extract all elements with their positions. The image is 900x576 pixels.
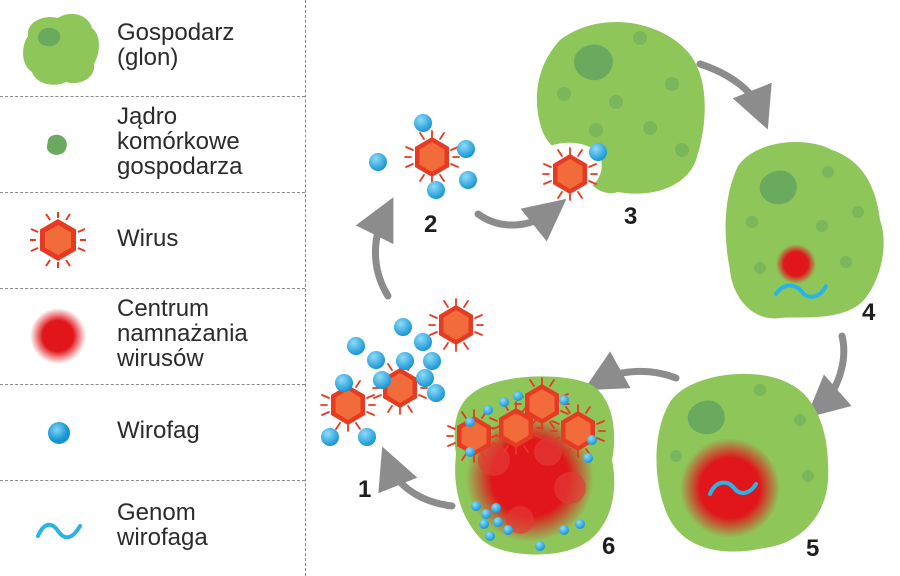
step-number-1: 1 [358,476,371,503]
legend-divider [0,96,305,97]
step-number-2: 2 [424,211,437,238]
host-cell-icon [23,13,99,85]
legend-label-virophage: Wirofag [117,417,200,444]
arrow-4-to-5 [806,332,852,418]
legend-separator-line [305,0,306,576]
arrow-5-to-6 [583,351,680,391]
legend-label-virus: Wirus [117,225,179,252]
stage-3-infection [536,22,705,201]
legend: Gospodarz (glon) Jądro komórkowe gospoda… [0,0,305,576]
legend-divider [0,288,305,289]
legend-label-host: Gospodarz (glon) [117,19,235,71]
legend-divider [0,192,305,193]
arrow-1-to-2 [355,197,394,300]
step-number-4: 4 [862,299,876,326]
virus-icon [30,212,86,268]
legend-item-replication-center: Centrum namnażania wirusów [0,288,305,384]
legend-item-virophage: Wirofag [0,384,305,480]
stage-1-released-particles [320,298,484,446]
legend-divider [0,384,305,385]
stage-5-replication [656,373,829,552]
stage-4-genome-injected [725,142,884,319]
stage-6-lysis [446,376,615,555]
legend-item-host: Gospodarz (glon) [0,0,305,96]
stage-2-virus-with-virophages [369,114,477,199]
nucleus-icon [46,134,67,155]
virophage-genome-icon [36,522,82,540]
legend-label-nucleus: Jądro komórkowe gospodarza [117,103,243,180]
step-number-6: 6 [602,533,615,560]
arrow-6-to-1 [378,446,456,510]
step-number-3: 3 [624,203,637,230]
cycle-arrows [355,60,852,510]
arrow-2-to-3 [474,198,567,242]
virophage-icon [48,422,70,444]
legend-item-virus: Wirus [0,192,305,288]
arrow-3-to-4 [696,60,772,130]
step-number-5: 5 [806,535,819,562]
legend-label-replication-center: Centrum namnażania wirusów [117,295,248,372]
legend-divider [0,480,305,481]
replication-center-icon [30,308,86,364]
legend-label-virophage-genome: Genom wirofaga [117,499,208,551]
legend-item-nucleus: Jądro komórkowe gospodarza [0,96,305,192]
legend-item-virophage-genome: Genom wirofaga [0,480,305,576]
